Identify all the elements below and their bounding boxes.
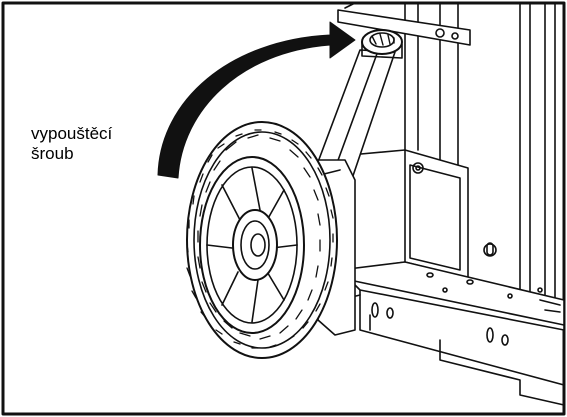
callout-line-1: vypouštěcí — [31, 124, 113, 143]
callout-line-2: šroub — [31, 144, 74, 163]
wheel — [186, 121, 338, 359]
drain-screw-label: vypouštěcí šroub — [31, 124, 151, 164]
rotation-arrow — [157, 21, 356, 179]
machine-frame — [337, 2, 565, 406]
